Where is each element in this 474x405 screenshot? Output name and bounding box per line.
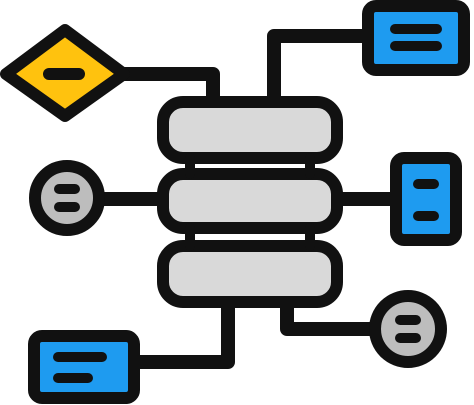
server-unit-top bbox=[157, 96, 343, 164]
decision-diamond-icon bbox=[0, 24, 130, 122]
node-circle-icon-left bbox=[29, 160, 105, 236]
card-icon-bottom-left bbox=[28, 330, 140, 404]
server-unit-bottom bbox=[157, 240, 343, 308]
card-icon-top-right bbox=[362, 0, 470, 76]
line-server-to-bottom-circle bbox=[280, 293, 379, 336]
server-unit-middle bbox=[157, 168, 343, 234]
card-icon-right bbox=[390, 152, 462, 246]
line-server-to-bottom-card bbox=[131, 293, 235, 369]
server-stack bbox=[157, 96, 343, 308]
node-circle-icon-bottom-right bbox=[369, 290, 447, 368]
line-top-card-to-server bbox=[267, 29, 374, 115]
